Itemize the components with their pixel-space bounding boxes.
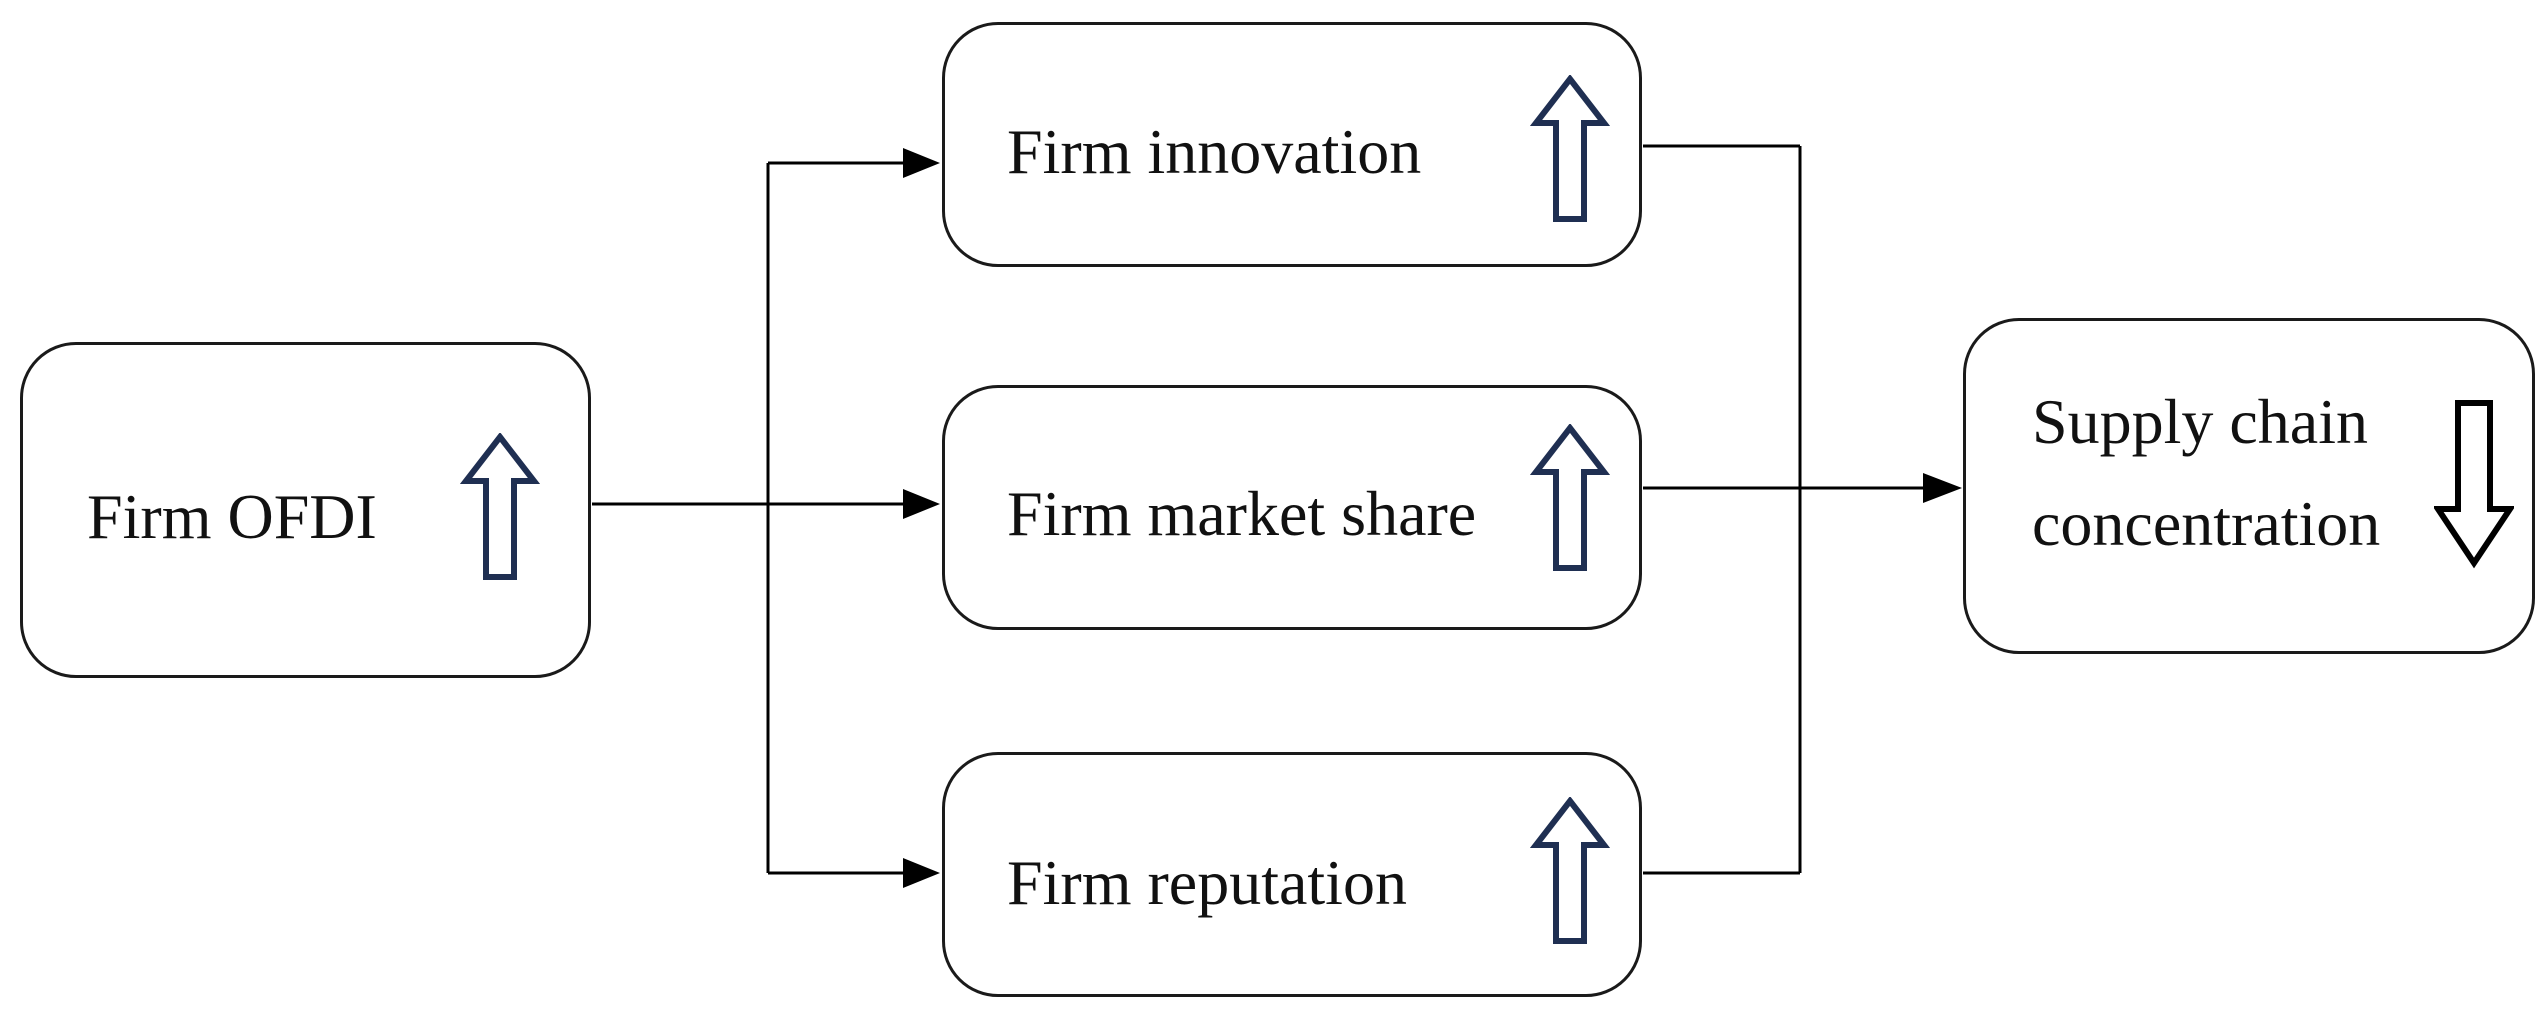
node-label: Firm reputation bbox=[1007, 847, 1407, 918]
arrowhead-to-market-share bbox=[903, 489, 940, 519]
up-hollow-arrow-icon bbox=[1530, 424, 1610, 571]
node-firm-innovation: Firm innovation bbox=[942, 22, 1642, 267]
node-label: Firm OFDI bbox=[87, 481, 377, 552]
arrowhead-to-reputation bbox=[903, 858, 940, 888]
node-firm-reputation: Firm reputation bbox=[942, 752, 1642, 997]
node-supply-chain-concentration: Supply chain concentration bbox=[1963, 318, 2535, 654]
node-label: Firm innovation bbox=[1007, 116, 1422, 187]
up-hollow-arrow-icon bbox=[1530, 75, 1610, 222]
node-label: Firm market share bbox=[1007, 478, 1477, 549]
up-hollow-arrow-icon bbox=[1530, 797, 1610, 944]
node-firm-ofdi: Firm OFDI bbox=[20, 342, 591, 678]
arrowhead-to-innovation bbox=[903, 148, 940, 178]
node-firm-market-share: Firm market share bbox=[942, 385, 1642, 630]
up-hollow-arrow-icon bbox=[460, 433, 540, 580]
node-label-line-2: concentration bbox=[2032, 488, 2381, 559]
node-label-line-1: Supply chain bbox=[2032, 386, 2368, 457]
down-hollow-arrow-icon bbox=[2434, 400, 2514, 569]
arrowhead-to-supply-chain bbox=[1923, 473, 1962, 503]
